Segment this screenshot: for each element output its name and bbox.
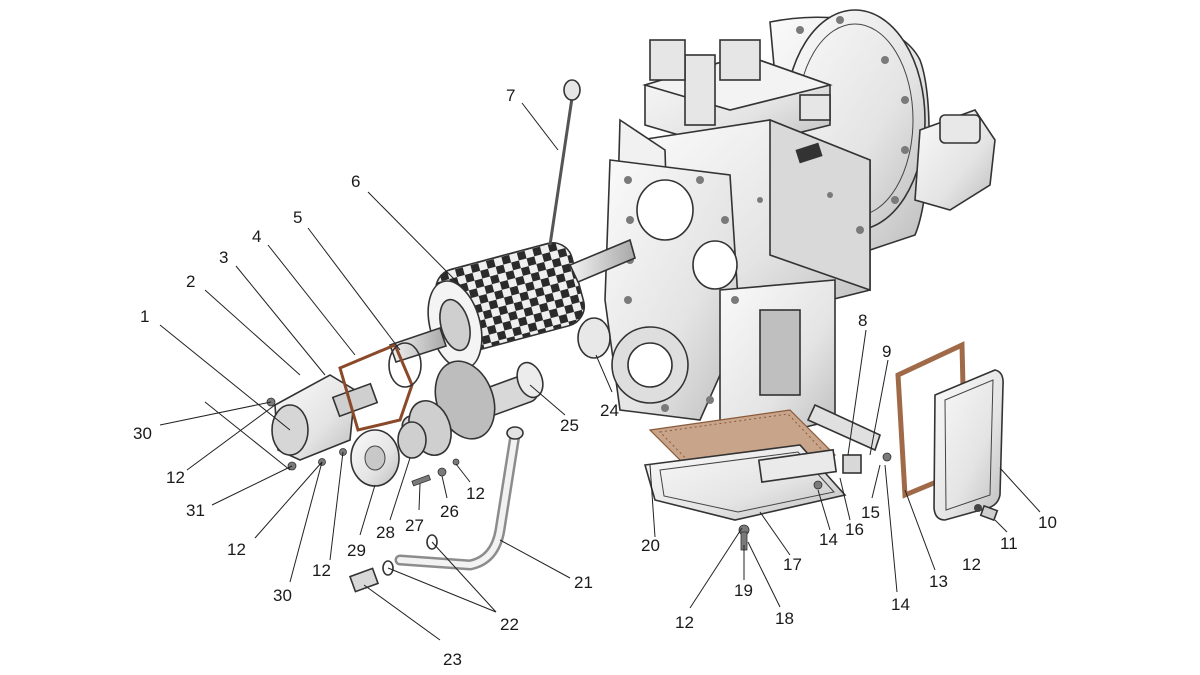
seal-ring — [577, 317, 611, 359]
callout-30: 30 — [133, 424, 152, 443]
callout-16: 16 — [845, 520, 864, 539]
callout-26: 26 — [440, 502, 459, 521]
callout-12: 12 — [312, 561, 331, 580]
callout-11: 11 — [1000, 534, 1018, 553]
callout-21: 21 — [574, 573, 593, 592]
callout-14: 14 — [819, 530, 838, 549]
callout-27: 27 — [405, 516, 424, 535]
callout-6: 6 — [351, 172, 360, 191]
callout-13: 13 — [929, 572, 948, 591]
callout-20: 20 — [641, 536, 660, 555]
callout-7: 7 — [506, 86, 515, 105]
dipstick — [548, 79, 581, 246]
oil-pan-assembly — [643, 403, 881, 521]
callout-24: 24 — [600, 401, 619, 420]
callout-5: 5 — [293, 208, 302, 227]
oil-pipe — [348, 426, 524, 593]
callout-12: 12 — [675, 613, 694, 632]
callout-12: 12 — [962, 555, 981, 574]
callout-30: 30 — [273, 586, 292, 605]
callout-10: 10 — [1038, 513, 1057, 532]
callout-labels: 1 2 3 4 5 6 7 8 9 10 11 12 12 12 12 12 1… — [133, 86, 1057, 669]
gearbox-housing — [604, 9, 996, 441]
callout-14: 14 — [891, 595, 910, 614]
callout-12: 12 — [166, 468, 185, 487]
callout-8: 8 — [858, 311, 867, 330]
callout-3: 3 — [219, 248, 228, 267]
callout-18: 18 — [775, 609, 794, 628]
clutch-pack — [388, 238, 636, 370]
callout-28: 28 — [376, 523, 395, 542]
callout-23: 23 — [443, 650, 462, 669]
side-cover-assembly — [895, 341, 1004, 522]
callout-1: 1 — [140, 307, 149, 326]
callout-31: 31 — [186, 501, 205, 520]
callout-15: 15 — [861, 503, 880, 522]
callout-19: 19 — [734, 581, 753, 600]
callout-4: 4 — [252, 227, 261, 246]
callout-2: 2 — [186, 272, 195, 291]
callout-9: 9 — [882, 342, 891, 361]
callout-22: 22 — [500, 615, 519, 634]
callout-29: 29 — [347, 541, 366, 560]
callout-25: 25 — [560, 416, 579, 435]
callout-12: 12 — [466, 484, 485, 503]
leader-lines — [159, 102, 1041, 641]
callout-12: 12 — [227, 540, 246, 559]
callout-17: 17 — [783, 555, 802, 574]
